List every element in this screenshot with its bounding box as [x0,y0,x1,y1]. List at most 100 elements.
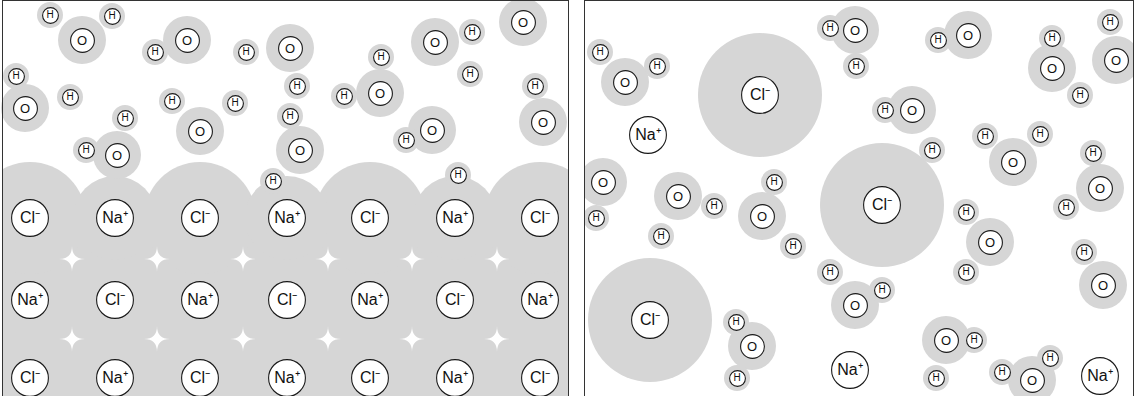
atom-outline [1088,176,1112,200]
atom-outline [750,204,774,228]
ion-circle: Na⁺ [268,199,306,237]
atom-label: O [1111,54,1121,67]
atom-label: H [466,69,473,79]
atom-outline [147,44,163,60]
atom-outline [822,264,838,280]
hydration-halo [445,162,471,188]
atom-outline [1072,87,1088,103]
hydration-halo [356,69,404,117]
atom-label: Na⁺ [274,210,299,226]
hydrogen-atom: H [373,49,390,66]
hydrogen-atom: H [977,128,994,145]
atom-outline [1001,150,1025,174]
hydrogen-atom: H [398,132,415,149]
hydration-halo [588,258,712,382]
hydration-halo [1079,261,1127,309]
atom-outline [450,167,466,183]
atom-label: O [538,116,548,129]
hydrogen-atom: H [1102,14,1119,31]
atom-label: Cl⁻ [105,292,125,308]
atom-outline [464,24,480,40]
atom-outline [785,238,801,254]
hydrogen-atom: H [1042,350,1059,367]
atom-label: Na⁺ [527,292,552,308]
hydration-halo [266,24,314,72]
hydration-halo [331,83,357,109]
hydration-halo [843,53,869,79]
ion-circle: Na⁺ [11,281,49,319]
hydration-halo [972,123,998,149]
ion-circle: Na⁺ [629,116,667,154]
atom-outline [289,78,305,94]
atom-label: Na⁺ [187,292,212,308]
hydration-halo [1039,25,1065,51]
atom-outline [822,20,838,36]
atom-label: H [732,317,739,327]
atom-outline [269,282,306,319]
atom-label: H [592,213,599,223]
hydrogen-atom: H [282,108,299,125]
hydrogen-atom: H [822,264,839,281]
atom-label: O [757,210,767,223]
hydration-halo [368,44,394,70]
ion-circle: Na⁺ [1081,357,1119,395]
atom-label: Na⁺ [1087,368,1112,384]
atom-outline [900,98,924,122]
atom-outline [97,200,134,237]
atom-outline [278,36,302,60]
hydrogen-atom: H [8,68,25,85]
hydration-halo [1037,345,1063,371]
atom-outline [1032,126,1048,142]
ion-circle: Cl⁻ [863,186,901,224]
atom-label: H [653,61,660,71]
oxygen-atom: O [1088,176,1113,201]
hydrogen-atom: H [958,204,975,221]
atom-label: H [454,170,461,180]
ion-circle: Cl⁻ [351,359,389,396]
atom-label: H [1036,129,1043,139]
atom-label: Cl⁻ [360,210,380,226]
hydration-halo [698,33,822,157]
atom-label: O [673,190,683,203]
atom-outline [766,174,782,190]
hydration-halo [1067,82,1093,108]
atom-outline [843,293,867,317]
oxygen-atom: O [188,119,213,144]
hydration-halo [919,137,945,163]
hydration-halo [820,143,944,267]
hydrogen-atom: H [877,102,894,119]
atom-outline [97,282,134,319]
atom-outline [928,370,944,386]
atom-label: H [981,131,988,141]
ion-circle: Cl⁻ [11,359,49,396]
atom-outline [740,334,764,358]
atom-label: Na⁺ [442,210,467,226]
atom-label: H [121,113,128,123]
hydrogen-atom: H [966,332,983,349]
oxygen-atom: O [613,70,638,95]
hydration-halo [457,61,483,87]
lattice-gap [59,246,510,352]
atom-outline [966,332,982,348]
atom-label: H [46,10,53,20]
hydration-halo [284,73,310,99]
hydration-halo [142,39,168,65]
atom-label: H [108,11,115,21]
ion-circle: Cl⁻ [351,199,389,237]
panel-frame [3,1,569,396]
hydration-halo [499,0,547,46]
atom-outline [613,70,637,94]
atom-outline [188,119,212,143]
atom-outline [632,302,669,339]
hydration-halo [1028,44,1076,92]
hydration-halo [923,365,949,391]
atom-label: H [293,81,300,91]
hydrogen-atom: H [653,228,670,245]
atom-outline [977,128,993,144]
atom-label: H [340,91,347,101]
atom-label: O [1008,156,1018,169]
hydrogen-atom: H [728,314,745,331]
hydrogen-atom: H [649,58,666,75]
